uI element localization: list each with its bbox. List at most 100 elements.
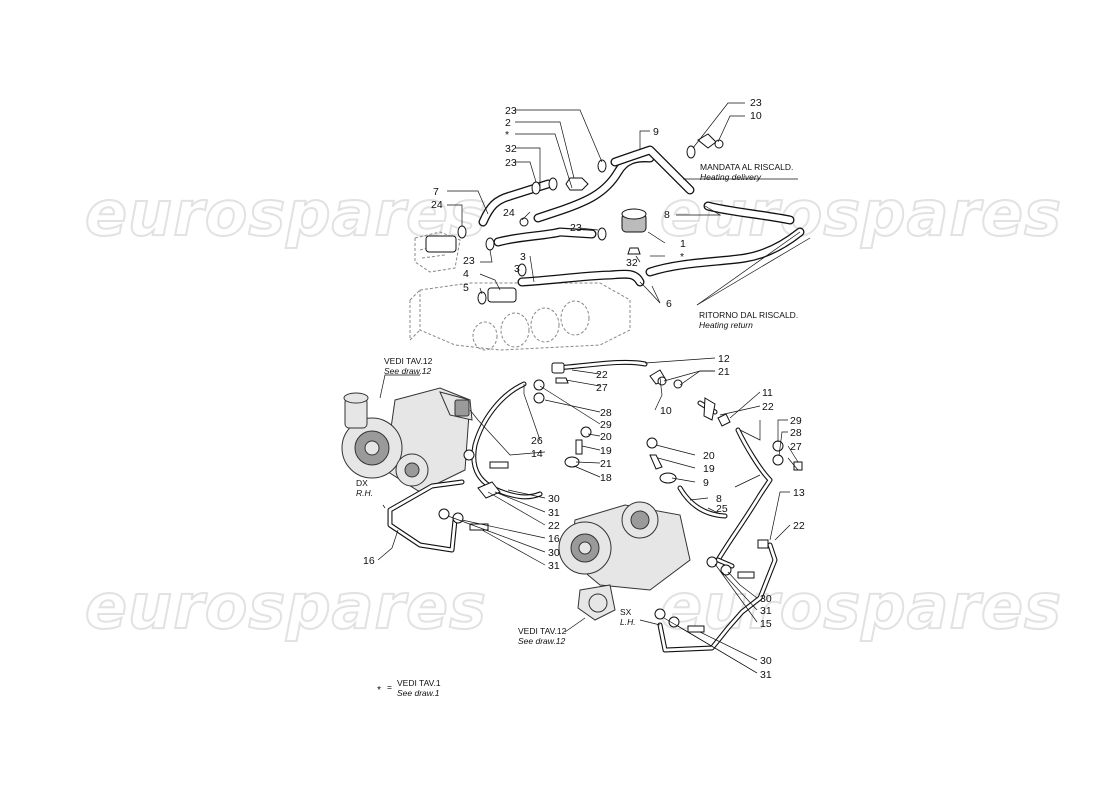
pipe-union xyxy=(487,287,517,303)
callout-1: 1 xyxy=(680,238,686,250)
watermark-bottom-left: eurospares xyxy=(85,570,487,643)
sealing-washer xyxy=(533,379,545,391)
callout-26: 26 xyxy=(531,435,543,447)
heating-return-label-en: Heating return xyxy=(699,320,753,330)
callout-10: 10 xyxy=(750,110,762,122)
legend-vedi-tav1: VEDI TAV.1 xyxy=(397,678,441,688)
sealing-washer xyxy=(646,437,658,449)
callout-31: 31 xyxy=(760,605,772,617)
bottom-callouts: 12 22 27 21 10 11 22 29 28 27 28 29 26 2… xyxy=(363,353,805,681)
callout-23: 23 xyxy=(750,97,762,109)
watermarks: eurospares eurospares eurospares eurospa… xyxy=(84,176,1062,644)
bleed-screw xyxy=(627,247,641,255)
heating-delivery-label: MANDATA AL RISCALD. xyxy=(700,162,793,172)
oil-pipe-elbow xyxy=(703,397,716,421)
callout-18: 18 xyxy=(600,472,612,484)
callout-31: 31 xyxy=(548,560,560,572)
callout-23: 23 xyxy=(463,255,475,267)
sealing-washer xyxy=(668,616,680,628)
callout-11: 11 xyxy=(762,387,773,399)
rh-label: R.H. xyxy=(356,488,373,498)
callout-27: 27 xyxy=(790,441,802,453)
hose-clamp xyxy=(597,159,607,173)
callout-22: 22 xyxy=(762,401,774,413)
callout-30: 30 xyxy=(548,493,560,505)
bleed-valve-top xyxy=(621,208,647,220)
hose-clamp xyxy=(477,291,487,305)
callout-3: 3 xyxy=(520,251,526,263)
callout-8: 8 xyxy=(716,493,722,505)
callout-31: 31 xyxy=(548,507,560,519)
sealing-washer xyxy=(580,426,592,438)
oil-restrictor xyxy=(649,454,663,470)
turbo-left-hand xyxy=(558,501,691,621)
banjo-bolt xyxy=(793,461,803,471)
see-draw12-bottom-label: See draw.12 xyxy=(518,636,566,646)
callout-21: 21 xyxy=(718,366,730,378)
banjo-fitting xyxy=(757,539,769,549)
turbo-labels: VEDI TAV.12 See draw.12 DX R.H. VEDI TAV… xyxy=(356,356,636,646)
bottom-leader-lines xyxy=(377,357,799,674)
callout-23: 23 xyxy=(505,157,517,169)
hose-clamp xyxy=(548,177,558,191)
legend-equals: = xyxy=(387,682,392,692)
sealing-washer xyxy=(438,508,450,520)
callout-5: 5 xyxy=(463,282,469,294)
callout-30: 30 xyxy=(760,593,772,605)
banjo-bolt xyxy=(687,625,705,633)
callout-16: 16 xyxy=(363,555,375,567)
callout-4: 4 xyxy=(463,268,469,280)
callout-22: 22 xyxy=(548,520,560,532)
callout-13: 13 xyxy=(793,487,805,499)
sealing-washer xyxy=(772,440,784,452)
banjo-fitting xyxy=(551,362,565,374)
callout-29: 29 xyxy=(600,419,612,431)
top-callouts: 23 2 * 32 23 9 23 10 7 24 24 23 8 1 * 32… xyxy=(431,97,762,310)
heater-tap-knob xyxy=(714,139,724,149)
sealing-washer xyxy=(706,556,718,568)
heating-return-label: RITORNO DAL RISCALD. xyxy=(699,310,798,320)
callout-20: 20 xyxy=(703,450,715,462)
watermark-top-right: eurospares xyxy=(660,177,1062,250)
banjo-bolt xyxy=(555,377,569,384)
watermark-top-left: eurospares xyxy=(85,177,487,250)
bottom-assembly: 12 22 27 21 10 11 22 29 28 27 28 29 26 2… xyxy=(341,353,805,681)
callout-32: 32 xyxy=(626,257,638,269)
banjo-bolt xyxy=(489,461,509,469)
callout-7: 7 xyxy=(433,186,439,198)
callout-28: 28 xyxy=(600,407,612,419)
turbo-right-hand xyxy=(341,387,473,493)
callout-22: 22 xyxy=(793,520,805,532)
callout-3: 3 xyxy=(514,263,520,275)
watermark-bottom-right: eurospares xyxy=(660,570,1062,643)
banjo-bolt xyxy=(737,571,755,579)
callout-10: 10 xyxy=(660,405,672,417)
legend: * = VEDI TAV.1 See draw.1 xyxy=(377,678,441,698)
banjo-fitting xyxy=(477,481,501,499)
callout-29: 29 xyxy=(790,415,802,427)
callout-27: 27 xyxy=(596,382,608,394)
callout-31: 31 xyxy=(760,669,772,681)
heater-tap xyxy=(697,133,717,149)
oil-restrictor xyxy=(575,439,583,455)
legend-see-draw1: See draw.1 xyxy=(397,688,440,698)
callout-24: 24 xyxy=(503,207,515,219)
top-assembly: 23 2 * 32 23 9 23 10 7 24 24 23 8 1 * 32… xyxy=(409,97,811,351)
callout-30: 30 xyxy=(548,547,560,559)
sealing-washer xyxy=(533,392,545,404)
callout-12: 12 xyxy=(718,353,730,365)
callout-32: 32 xyxy=(505,143,517,155)
top-leader-lines xyxy=(447,102,811,306)
callout-star: * xyxy=(680,251,684,263)
legend-star: * xyxy=(377,684,381,696)
oil-lines xyxy=(387,359,778,653)
callout-8: 8 xyxy=(664,209,670,221)
sealing-washer xyxy=(772,454,784,466)
callout-28: 28 xyxy=(790,427,802,439)
hose-clamp xyxy=(597,227,607,241)
callout-21: 21 xyxy=(600,458,612,470)
see-draw12-top-label: See draw.12 xyxy=(384,366,432,376)
callout-30: 30 xyxy=(760,655,772,667)
dx-label: DX xyxy=(356,478,368,488)
